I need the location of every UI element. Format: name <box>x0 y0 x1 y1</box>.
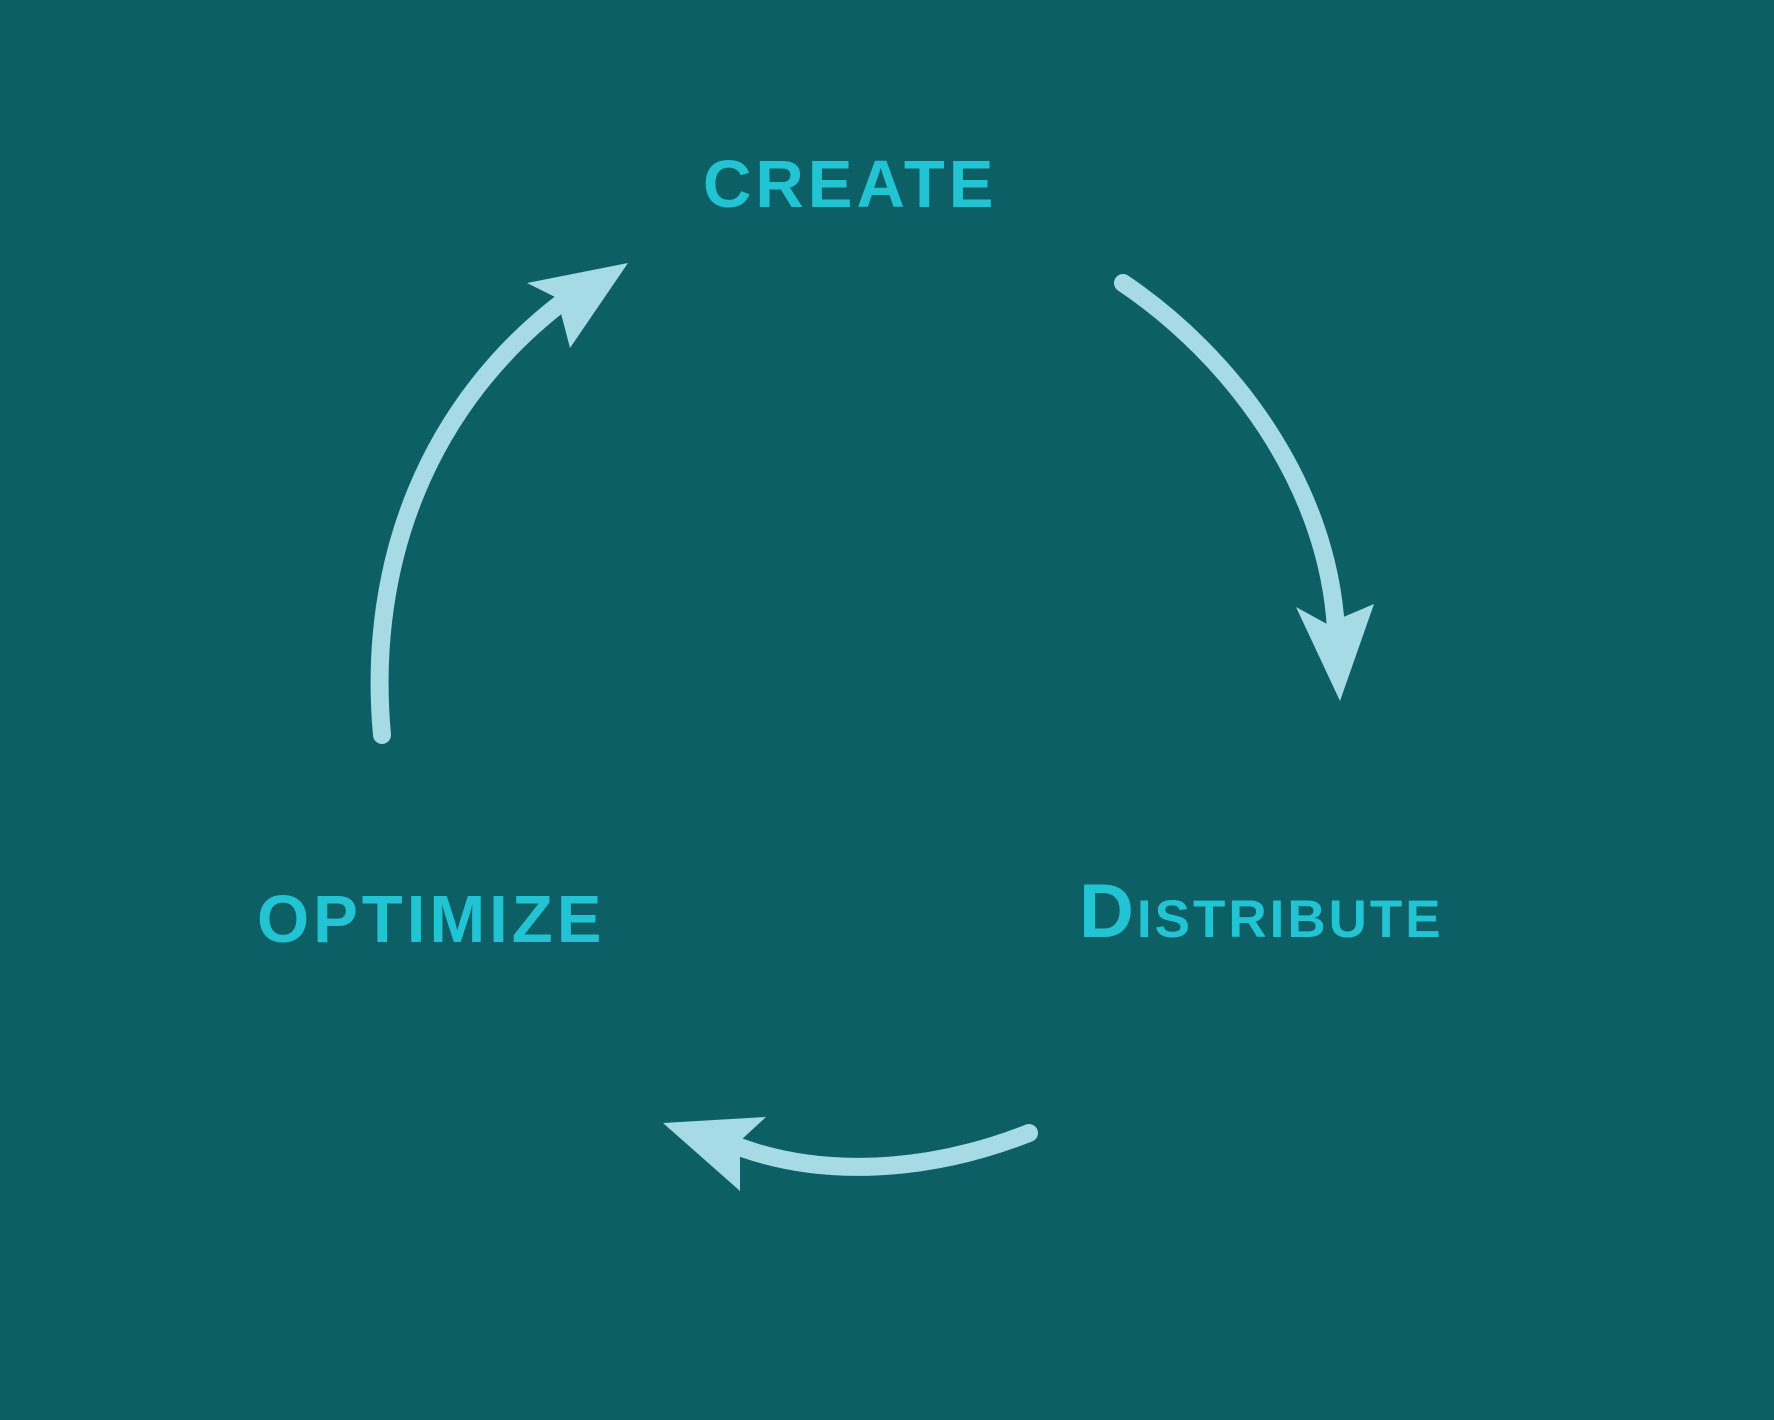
arrow-create-to-distribute <box>1114 274 1374 701</box>
arrow-distribute-to-optimize-head <box>663 1117 766 1191</box>
arrow-optimize-to-create-shaft <box>370 291 574 744</box>
stage-create-label: CREATE <box>703 147 998 222</box>
arrow-create-to-distribute-head <box>1296 604 1374 701</box>
arrow-optimize-to-create <box>370 263 628 744</box>
stage-optimize-label: OPTIMIZE <box>257 882 606 957</box>
arrow-distribute-to-optimize-shaft <box>720 1124 1038 1176</box>
arrow-distribute-to-optimize <box>663 1117 1038 1191</box>
stage-distribute-label: Distribute <box>1079 869 1444 954</box>
arrow-optimize-to-create-head <box>527 263 628 348</box>
arrow-create-to-distribute-shaft <box>1114 274 1345 639</box>
